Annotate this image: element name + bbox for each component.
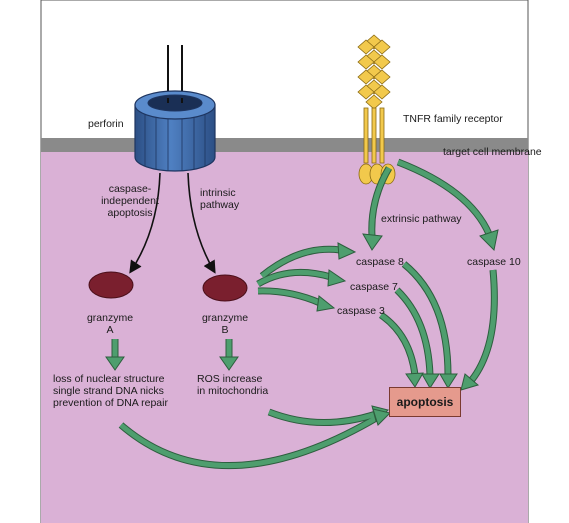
c10-apop-arrowhead — [460, 373, 480, 391]
caspase10-arrowhead — [479, 229, 499, 252]
extrinsic-arrowhead — [362, 233, 383, 251]
extrinsic-pathway-label: extrinsic pathway — [381, 213, 462, 225]
intrinsic-pathway-arrow — [187, 172, 216, 274]
apoptosis-box: apoptosis — [389, 387, 461, 417]
granzyme-a-shape — [88, 271, 134, 299]
granzyme-b-label: granzyme B — [201, 312, 249, 336]
granzyme-a-label: granzyme A — [86, 312, 134, 336]
caspase-7-label: caspase 7 — [350, 281, 398, 293]
a-down-arrowhead — [105, 356, 125, 371]
granzyme-b-shape — [202, 274, 248, 302]
caspase-independent-arrow — [129, 172, 161, 274]
tnfr-label: TNFR family receptor — [403, 113, 503, 125]
caspase-independent-label: caspase- independent apoptosis — [101, 183, 159, 219]
caspase-3-label: caspase 3 — [337, 305, 385, 317]
c7-arrowhead — [327, 269, 347, 287]
perforin-wires-icon — [167, 45, 183, 98]
caspase-8-label: caspase 8 — [356, 256, 404, 268]
c8-arrowhead — [337, 242, 357, 260]
c8-apop-arrowhead — [439, 373, 458, 389]
perforin-pore-icon — [134, 90, 216, 172]
membrane-label: target cell membrane — [443, 146, 542, 158]
perforin-label: perforin — [88, 118, 124, 130]
a-apop-arrowhead — [372, 408, 391, 426]
caspase-10-label: caspase 10 — [467, 256, 521, 268]
b-down-arrowhead — [219, 356, 239, 371]
c3-arrowhead — [316, 295, 336, 312]
c3-apop-arrowhead — [405, 372, 424, 388]
granzyme-a-effects: loss of nuclear structure single strand … — [53, 373, 168, 409]
c7-apop-arrowhead — [421, 373, 440, 389]
intrinsic-pathway-label: intrinsic pathway — [200, 187, 240, 211]
granzyme-b-effects: ROS increase in mitochondria — [197, 373, 269, 397]
